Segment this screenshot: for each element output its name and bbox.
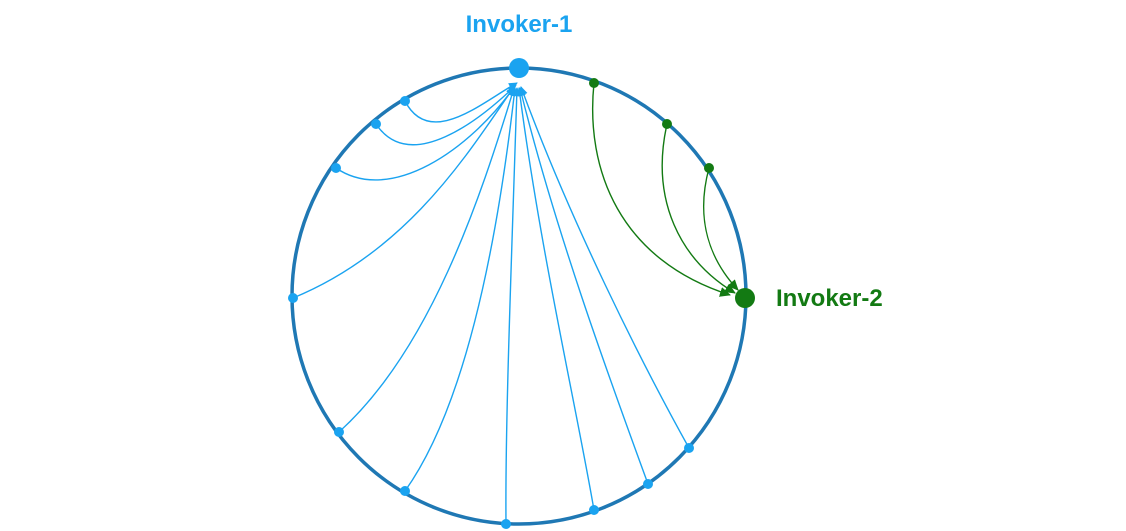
link-to-invoker-1: [505, 87, 521, 525]
link-to-invoker-1: [335, 85, 516, 181]
link-to-invoker-1: [518, 87, 649, 485]
ring-node: [643, 479, 653, 489]
ring-node: [589, 78, 599, 88]
ring-node: [371, 119, 381, 129]
invoker-1-virtual-nodes: [288, 96, 694, 529]
link-to-invoker-2: [702, 167, 739, 291]
invoker-2-virtual-nodes: [589, 78, 714, 173]
link-to-invoker-1: [338, 87, 516, 433]
invoker-2-label: Invoker-2: [776, 285, 883, 312]
link-to-invoker-1: [404, 87, 519, 492]
hash-ring: [290, 66, 748, 526]
invoker-2-links: [591, 82, 739, 297]
invoker-1-node: [509, 58, 529, 78]
link-to-invoker-2: [591, 82, 731, 297]
invoker-2-node: [735, 288, 755, 308]
invoker-1-label: Invoker-1: [466, 11, 573, 38]
ring-node: [400, 96, 410, 106]
link-to-invoker-1: [292, 86, 515, 299]
invoker-1-links: [292, 82, 690, 525]
link-to-invoker-1: [375, 84, 517, 146]
link-to-invoker-1: [516, 87, 595, 511]
link-to-invoker-2: [661, 123, 736, 294]
ring-node: [704, 163, 714, 173]
link-to-invoker-1: [404, 82, 518, 123]
ring-node: [331, 163, 341, 173]
ring-node: [501, 519, 511, 529]
link-to-invoker-1: [520, 86, 690, 449]
ring-node: [288, 293, 298, 303]
ring-node: [662, 119, 672, 129]
ring-node: [334, 427, 344, 437]
ring-node: [589, 505, 599, 515]
ring-node: [684, 443, 694, 453]
ring-node: [400, 486, 410, 496]
